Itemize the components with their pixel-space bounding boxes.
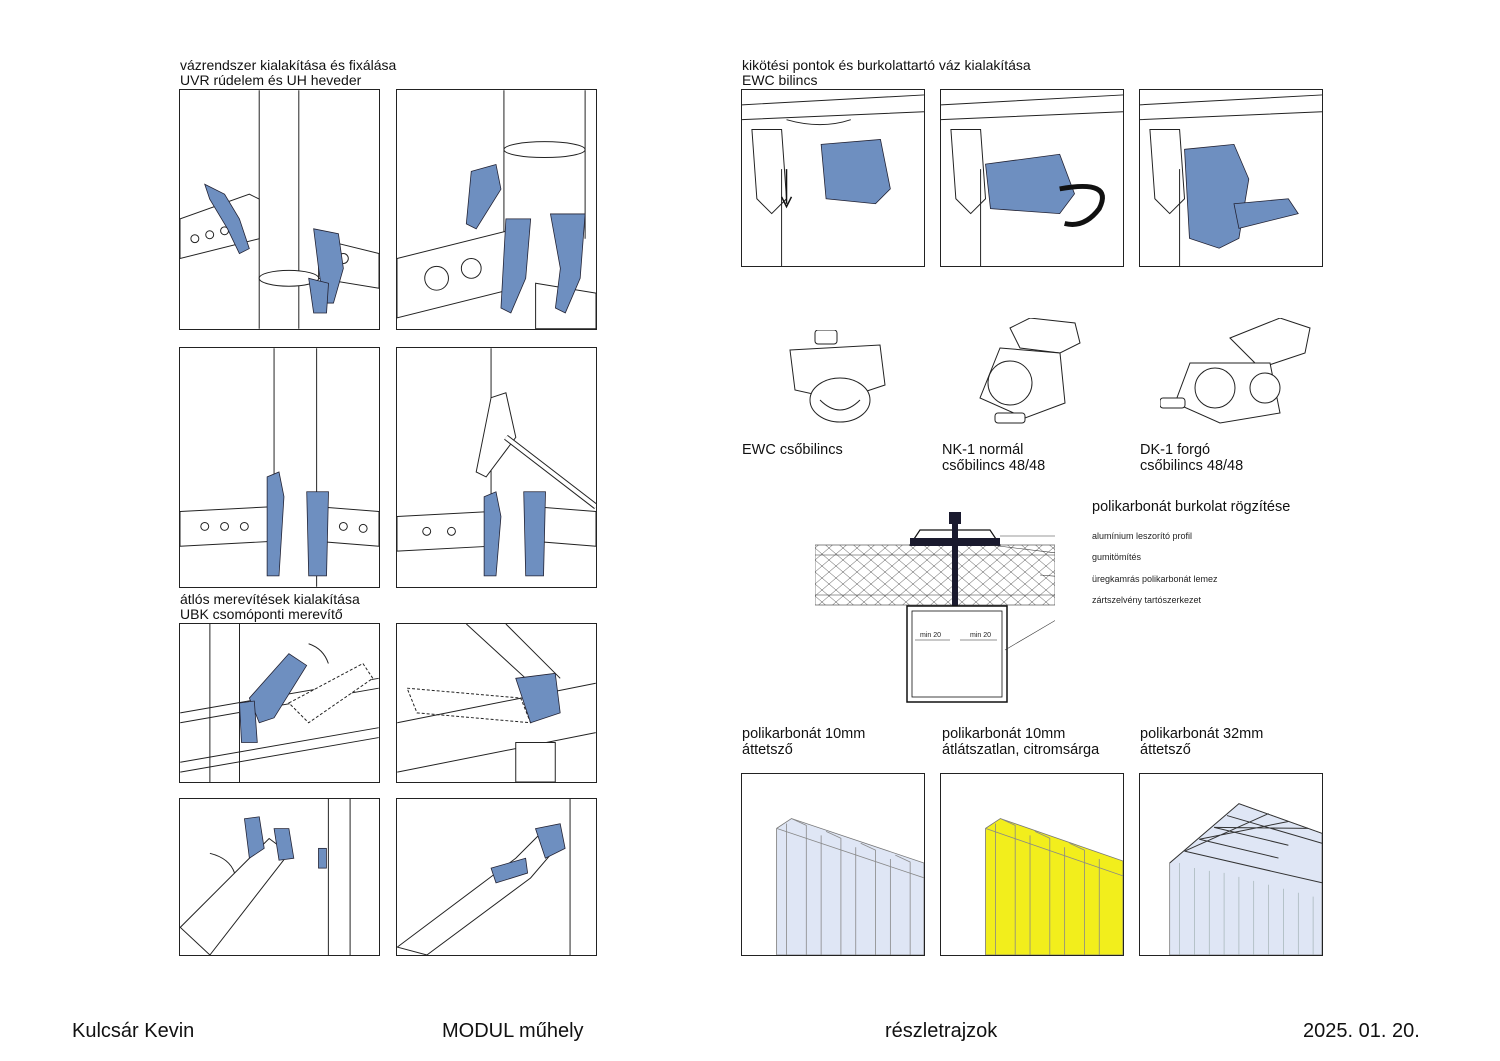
clamp-install-drawing bbox=[1140, 94, 1322, 266]
panel-label-1-line1: polikarbonát 10mm bbox=[742, 726, 866, 742]
diagonal-brace-drawing bbox=[180, 799, 351, 955]
dim-left: min 20 bbox=[920, 632, 941, 639]
detail-panel-a4 bbox=[396, 347, 597, 588]
clamp-step-panel-3 bbox=[1139, 89, 1323, 267]
annot-gasket: gumitömítés bbox=[1092, 552, 1142, 562]
hammer-drawing bbox=[397, 348, 596, 577]
polycarbonate-section-drawing: min 20 min 20 bbox=[815, 512, 1055, 703]
panel-label-3-line1: polikarbonát 32mm bbox=[1140, 726, 1264, 742]
clamp-install-drawing bbox=[941, 94, 1123, 266]
diagonal-brace-drawing bbox=[180, 624, 379, 782]
clamp-label-dk1-line2: csőbilincs 48/48 bbox=[1140, 458, 1244, 474]
detail-panel-b4 bbox=[396, 798, 597, 956]
left-heading-2a: átlós merevítések kialakítása bbox=[180, 591, 360, 607]
detail-panel-a2 bbox=[396, 89, 597, 330]
clamp-step-panel-2 bbox=[940, 89, 1124, 267]
diagonal-brace-drawing bbox=[397, 624, 596, 782]
sample-panel-clear-32mm bbox=[1139, 773, 1323, 956]
clamp-install-drawing bbox=[742, 94, 924, 266]
panel-label-2-line2: átlátszatlan, citromsárga bbox=[942, 742, 1100, 758]
ewc-clamp-illustration bbox=[789, 330, 886, 423]
detail-panel-b3 bbox=[179, 798, 380, 956]
sample-panel-yellow-10mm bbox=[940, 773, 1124, 956]
detail-title: polikarbonát burkolat rögzítése bbox=[1092, 499, 1291, 515]
annot-aluminium-profile: alumínium leszorító profil bbox=[1092, 531, 1193, 541]
left-heading-1b: UVR rúdelem és UH heveder bbox=[180, 72, 362, 88]
nk1-clamp-illustration bbox=[979, 318, 1081, 424]
sample-panel-clear-10mm bbox=[741, 773, 925, 956]
dk1-clamp-illustration bbox=[1160, 318, 1311, 424]
left-heading-2b: UBK csomóponti merevítő bbox=[180, 606, 343, 622]
scaffold-joint-drawing bbox=[180, 348, 379, 587]
clamp-label-dk1-line1: DK-1 forgó bbox=[1140, 442, 1211, 458]
panel-label-2-line1: polikarbonát 10mm bbox=[942, 726, 1066, 742]
clamp-label-ewc: EWC csőbilincs bbox=[742, 442, 843, 458]
dim-right: min 20 bbox=[970, 632, 991, 639]
footer-date: 2025. 01. 20. bbox=[1303, 1020, 1420, 1042]
panel-label-3-line2: áttetsző bbox=[1140, 742, 1191, 758]
detail-panel-b2 bbox=[396, 623, 597, 783]
clamp-label-nk1-line2: csőbilincs 48/48 bbox=[942, 458, 1046, 474]
diagonal-brace-drawing bbox=[397, 799, 571, 955]
polycarbonate-sample-drawing bbox=[776, 818, 924, 955]
clamp-step-panel-1 bbox=[741, 89, 925, 267]
footer-studio: MODUL műhely bbox=[442, 1020, 584, 1042]
annot-polycarbonate-sheet: üregkamrás polikarbonát lemez bbox=[1092, 574, 1218, 584]
detail-panel-b1 bbox=[179, 623, 380, 783]
detail-panel-a3 bbox=[179, 347, 380, 588]
detail-panel-a1 bbox=[179, 89, 380, 330]
left-heading-1a: vázrendszer kialakítása és fixálása bbox=[180, 57, 397, 73]
scaffold-joint-drawing bbox=[397, 90, 596, 329]
polycarbonate-sample-drawing bbox=[985, 818, 1123, 955]
scaffold-joint-drawing bbox=[180, 90, 379, 329]
clamp-label-nk1-line1: NK-1 normál bbox=[942, 442, 1024, 458]
panel-label-1-line2: áttetsző bbox=[742, 742, 793, 758]
annot-box-section: zártszelvény tartószerkezet bbox=[1092, 595, 1202, 605]
right-heading-1b: EWC bilincs bbox=[742, 72, 818, 88]
footer-subject: részletrajzok bbox=[885, 1020, 998, 1042]
footer-author: Kulcsár Kevin bbox=[72, 1020, 195, 1042]
polycarbonate-sample-drawing bbox=[1169, 803, 1322, 955]
right-heading-1a: kikötési pontok és burkolattartó váz kia… bbox=[742, 57, 1031, 73]
